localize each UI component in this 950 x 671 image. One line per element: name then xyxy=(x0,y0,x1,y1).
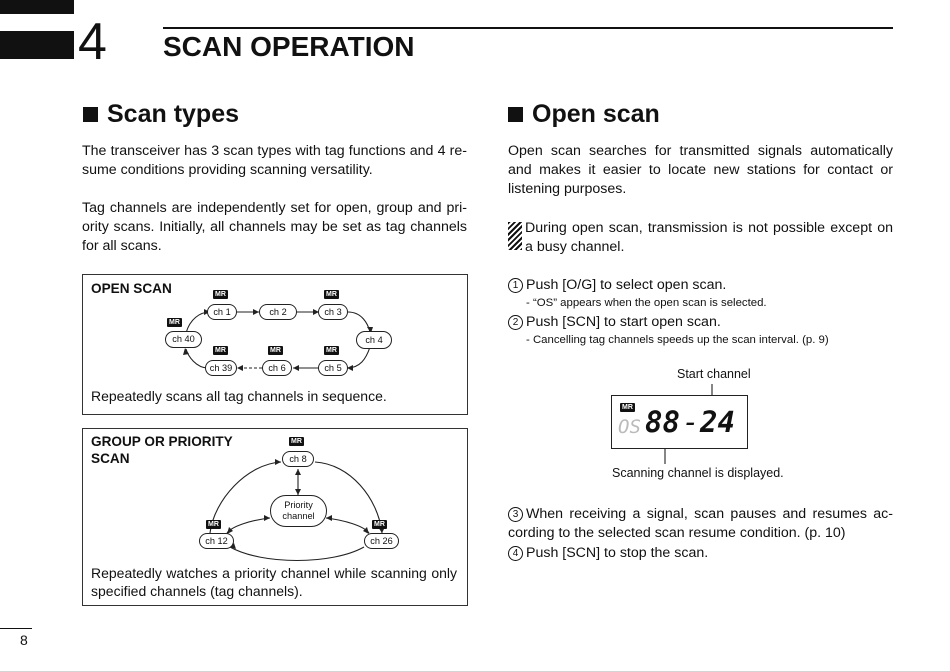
step-marker: 2 xyxy=(508,315,523,330)
scan-types-paragraph-1: The transceiver has 3 scan types with ta… xyxy=(82,143,467,179)
footer-rule xyxy=(0,628,32,629)
lcd-scan-digits: 88 xyxy=(645,405,680,439)
step-text: Push [O/G] to select open scan. xyxy=(526,277,727,293)
lcd-start-digits: 24 xyxy=(700,405,735,439)
step-1-sub: - “OS” appears when the open scan is sel… xyxy=(526,297,767,309)
lcd-mode-text: OS xyxy=(618,416,641,438)
open-scan-caption: Repeatedly scans all tag channels in seq… xyxy=(91,388,387,404)
heading-square-icon xyxy=(508,106,523,122)
step-text: Push [SCN] to stop the scan. xyxy=(526,545,709,561)
priority-scan-lines xyxy=(209,459,385,562)
channel-node: ch 4 xyxy=(356,331,392,349)
mr-badge-icon: MR xyxy=(289,437,304,446)
channel-node: ch 1 xyxy=(207,304,237,320)
step-marker: 4 xyxy=(508,546,523,561)
mr-badge-icon: MR xyxy=(213,346,228,355)
heading-square-icon xyxy=(83,106,98,122)
scanning-channel-label: Scanning channel is displayed. xyxy=(612,466,784,480)
note-hatch-icon xyxy=(508,222,522,250)
chapter-title: SCAN OPERATION xyxy=(163,31,415,62)
start-channel-label: Start channel xyxy=(677,367,751,381)
mr-badge-icon: MR xyxy=(268,346,283,355)
lcd-dash: - xyxy=(682,405,700,439)
mr-badge-icon: MR xyxy=(324,290,339,299)
step-marker: 3 xyxy=(508,507,523,522)
open-scan-paragraph: Open scan searches for transmitted signa… xyxy=(508,143,893,198)
channel-node: ch 6 xyxy=(262,360,292,376)
open-scan-note: During open scan, transmission is not po… xyxy=(525,220,893,256)
chapter-number: 4 xyxy=(78,13,107,71)
channel-node: ch 40 xyxy=(165,331,202,348)
channel-node: ch 12 xyxy=(199,533,234,549)
mr-badge-icon: MR xyxy=(206,520,221,529)
group-box-title-line1: GROUP OR PRIORITY xyxy=(91,434,233,449)
priority-channel-node: Priority channel xyxy=(270,495,327,527)
channel-node: ch 26 xyxy=(364,533,399,549)
mr-badge-icon: MR xyxy=(213,290,228,299)
mr-badge-icon: MR xyxy=(167,318,182,327)
group-priority-diagram-box xyxy=(82,428,468,606)
open-scan-heading: Open scan xyxy=(508,99,660,129)
open-scan-box-title: OPEN SCAN xyxy=(91,281,172,296)
channel-node: ch 3 xyxy=(318,304,348,320)
header-rule xyxy=(163,27,893,29)
scan-types-heading-text: Scan types xyxy=(107,100,240,128)
scan-types-heading: Scan types xyxy=(83,99,239,129)
open-scan-diagram-box xyxy=(82,274,468,415)
channel-node: ch 39 xyxy=(205,360,237,376)
scan-types-paragraph-2: Tag channels are independently set for o… xyxy=(82,200,467,255)
priority-label-line2: channel xyxy=(282,511,315,521)
mr-badge-icon: MR xyxy=(372,520,387,529)
priority-label-line1: Priority xyxy=(284,500,313,510)
mr-badge-icon: MR xyxy=(620,403,635,412)
step-marker: 1 xyxy=(508,278,523,293)
group-box-title-line2: SCAN xyxy=(91,451,130,466)
chapter-tab-bar-top xyxy=(0,0,74,14)
group-priority-caption: Repeatedly watches a priority channel wh… xyxy=(91,565,457,599)
channel-node: ch 8 xyxy=(282,451,314,467)
step-text: When receiving a signal, scan pauses and… xyxy=(508,506,893,541)
page-number: 8 xyxy=(20,632,28,648)
channel-node: ch 5 xyxy=(318,360,348,376)
mr-badge-icon: MR xyxy=(324,346,339,355)
step-2-sub: - Cancelling tag channels speeds up the … xyxy=(526,334,829,346)
open-scan-heading-text: Open scan xyxy=(532,100,660,128)
step-text: Push [SCN] to start open scan. xyxy=(526,314,721,330)
chapter-tab-bar-bottom xyxy=(0,45,74,59)
chapter-tab-bar-mid xyxy=(0,31,74,45)
channel-node: ch 2 xyxy=(259,304,297,320)
